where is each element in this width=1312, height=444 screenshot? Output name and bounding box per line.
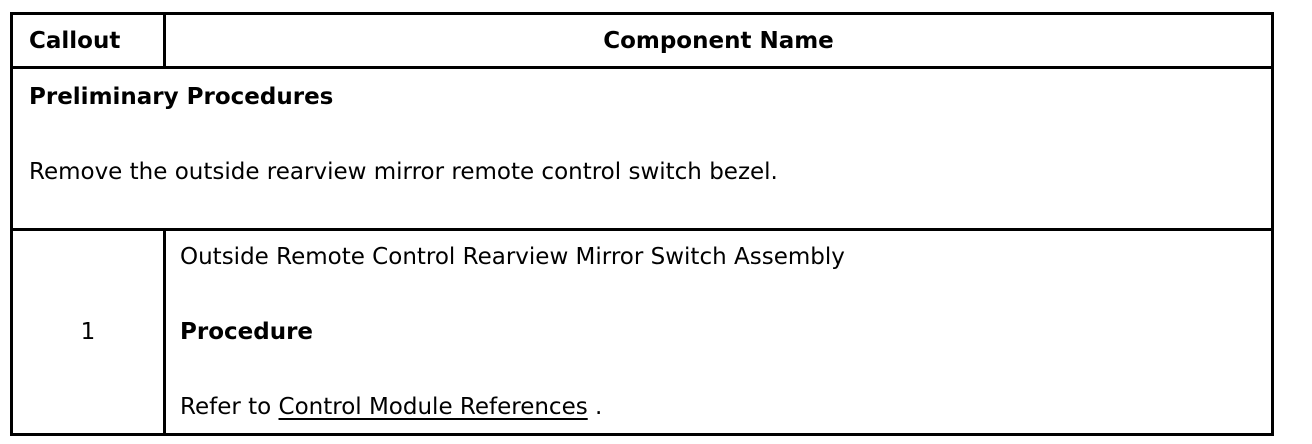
refer-line: Refer to Control Module References . xyxy=(180,393,1257,421)
callout-column-header: Callout xyxy=(10,12,166,69)
component-name: Outside Remote Control Rearview Mirror S… xyxy=(180,244,845,270)
component-callout-table: Callout Component Name Preliminary Proce… xyxy=(10,12,1274,436)
component-cell: Outside Remote Control Rearview Mirror S… xyxy=(163,228,1274,436)
preliminary-procedures-row: Preliminary Procedures Remove the outsid… xyxy=(10,66,1274,231)
table-header-row: Callout Component Name xyxy=(10,12,1274,69)
callout-number: 1 xyxy=(10,228,166,436)
preliminary-procedures-title: Preliminary Procedures xyxy=(29,84,334,110)
preliminary-procedures-cell: Preliminary Procedures Remove the outsid… xyxy=(10,66,1274,231)
procedure-label: Procedure xyxy=(180,319,314,345)
refer-prefix-text: Refer to xyxy=(180,394,279,420)
refer-suffix-text: . xyxy=(587,394,603,420)
table-row: 1 Outside Remote Control Rearview Mirror… xyxy=(10,228,1274,436)
component-name-column-header: Component Name xyxy=(163,12,1274,69)
control-module-references-link[interactable]: Control Module References xyxy=(278,394,588,420)
preliminary-procedures-instruction: Remove the outside rearview mirror remot… xyxy=(29,159,778,185)
